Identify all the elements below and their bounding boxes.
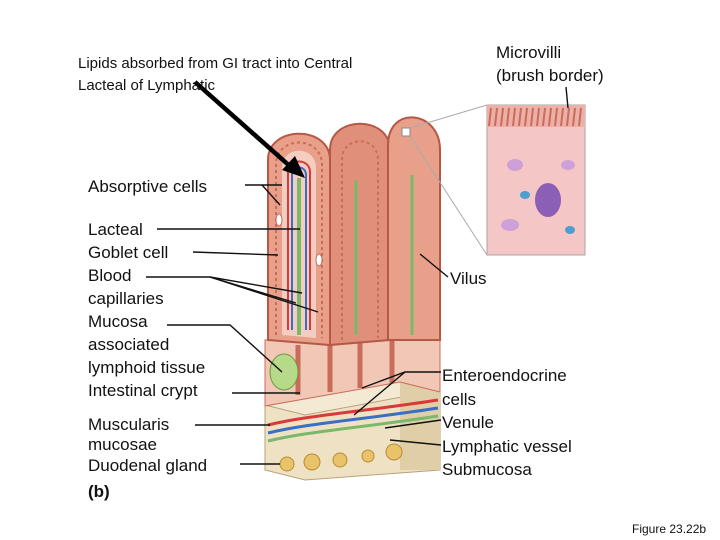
- left-label-stack: Lacteal Goblet cell Blood capillaries Mu…: [88, 218, 205, 402]
- duodenal-gland-label: Duodenal gland: [88, 456, 208, 475]
- mucosa-lymphoid-label-line3: lymphoid tissue: [88, 358, 206, 377]
- microvilli-label-line1: Microvilli: [496, 43, 562, 62]
- mucosa-base: [264, 329, 441, 407]
- intestinal-crypt-label: Intestinal crypt: [88, 381, 198, 400]
- submucosa-block: [264, 379, 441, 481]
- villus-label: Vilus: [450, 269, 487, 288]
- goblet-cell-label: Goblet cell: [88, 243, 169, 262]
- figure-reference: Figure 23.22b: [632, 522, 707, 536]
- enteroendocrine-label-line2: cells: [442, 389, 477, 409]
- lacteal-label: Lacteal: [88, 220, 143, 239]
- enteroendocrine-label-line1: Enteroendocrine: [442, 366, 567, 385]
- microvilli-label: Microvilli (brush border): [496, 41, 604, 87]
- lipid-note-line1: Lipids absorbed from GI tract into Centr…: [78, 55, 353, 72]
- muscularis-label-line1: Muscularis: [88, 415, 170, 434]
- lymphatic-vessel-label: Lymphatic vessel: [442, 436, 572, 456]
- microvilli-detail: [401, 104, 586, 256]
- microvilli-label-line2: (brush border): [496, 66, 604, 85]
- leader-lines: [146, 86, 569, 465]
- lipid-arrow: [193, 80, 305, 178]
- absorptive-cells-label: Absorptive cells: [88, 177, 208, 196]
- right-label-stack: Enteroendocrine cells Venule Lymphatic v…: [442, 364, 572, 482]
- blood-capillaries-label-line2: capillaries: [88, 289, 164, 308]
- muscularis-label-line2: mucosae: [88, 435, 157, 454]
- venule-label: Venule: [442, 413, 494, 432]
- submucosa-label: Submucosa: [442, 460, 532, 479]
- mucosa-lymphoid-label-line2: associated: [88, 335, 170, 354]
- villi-group: [329, 116, 441, 347]
- blood-capillaries-label-line1: Blood: [88, 266, 132, 285]
- mucosa-lymphoid-label-line1: Mucosa: [88, 312, 148, 331]
- lipid-note: Lipids absorbed from GI tract into Centr…: [78, 53, 352, 97]
- panel-letter: (b): [88, 482, 110, 501]
- lipid-note-line2: Lacteal of Lymphatic: [78, 77, 216, 94]
- muscularis-label: Muscularis mucosae: [88, 415, 169, 455]
